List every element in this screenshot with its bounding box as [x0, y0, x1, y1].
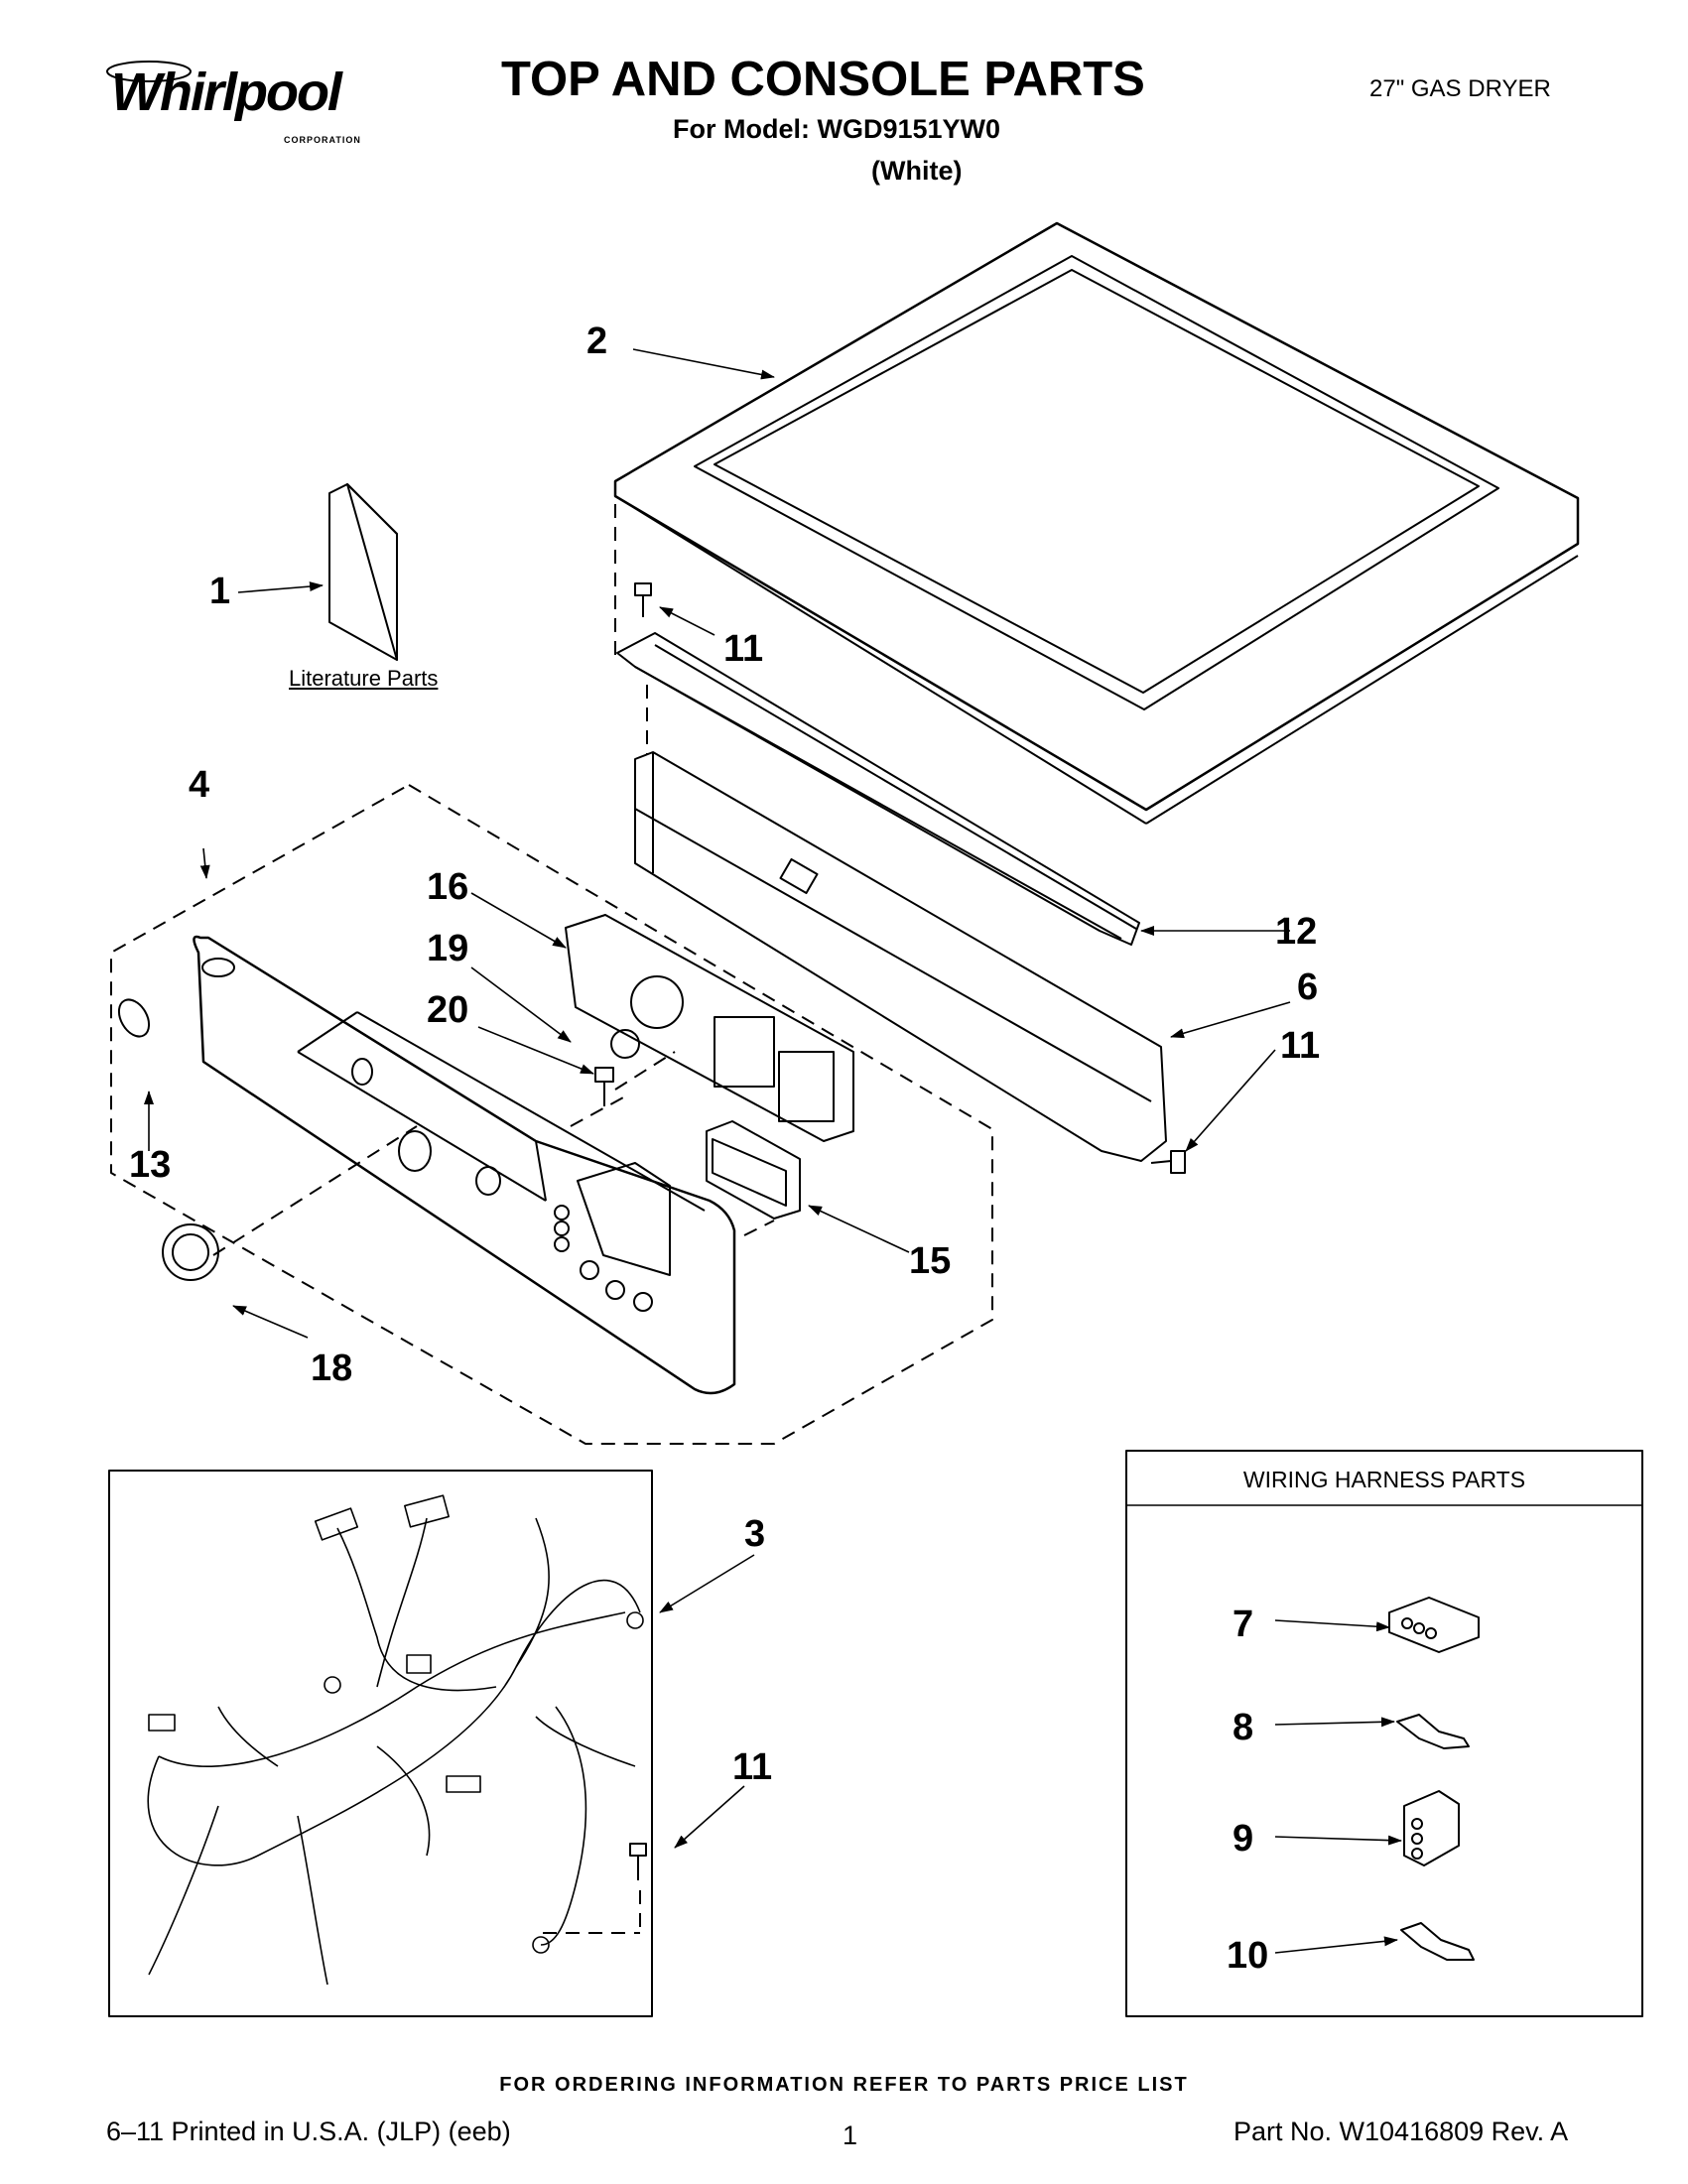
wiring-harness-parts-box: [1125, 1450, 1643, 2017]
screw-part-20: [594, 1067, 614, 1106]
callout-6: 6: [1297, 966, 1319, 1008]
console-back-part: [634, 751, 1167, 1162]
callout-10: 10: [1227, 1935, 1269, 1977]
terminal-part-10: [1400, 1922, 1475, 1961]
literature-booklet-part: [328, 483, 398, 661]
callout-4: 4: [189, 764, 210, 806]
wiring-harness-part: [147, 1494, 644, 1986]
callout-11-bottom: 11: [732, 1746, 773, 1788]
screw-part-11-top: [634, 582, 652, 617]
connector-part-7: [1388, 1597, 1480, 1653]
model-line: For Model: WGD9151YW0: [673, 114, 1001, 144]
page-number: 1: [843, 2120, 858, 2150]
callout-12: 12: [1275, 911, 1318, 953]
page-title: TOP AND CONSOLE PARTS: [501, 53, 1145, 106]
terminal-part-8: [1396, 1714, 1470, 1749]
screw-part-11-bottom: [629, 1843, 647, 1880]
wiring-harness-frame: [108, 1470, 653, 2017]
color-line: (White): [871, 156, 963, 186]
callout-9: 9: [1233, 1818, 1254, 1860]
connector-part-9: [1403, 1790, 1460, 1866]
logo-badge-part: [117, 998, 151, 1038]
callout-2: 2: [586, 321, 608, 362]
product-type: 27" GAS DRYER: [1369, 75, 1551, 102]
callout-7: 7: [1233, 1604, 1254, 1645]
callout-18: 18: [311, 1348, 353, 1389]
ordering-note: FOR ORDERING INFORMATION REFER TO PARTS …: [499, 2074, 1189, 2096]
console-bracket-part: [616, 632, 1140, 946]
print-info: 6–11 Printed in U.S.A. (JLP) (eeb): [106, 2117, 511, 2146]
wiring-harness-parts-title: WIRING HARNESS PARTS: [1242, 1467, 1526, 1492]
screw-part-11-side: [1150, 1150, 1186, 1174]
callout-11-side: 11: [1280, 1025, 1321, 1067]
part-number: Part No. W10416809 Rev. A: [1234, 2117, 1569, 2146]
knob-part: [162, 1223, 219, 1281]
whirlpool-logo-sub: CORPORATION: [284, 135, 361, 145]
callout-8: 8: [1233, 1707, 1254, 1748]
callout-15: 15: [909, 1240, 952, 1282]
top-panel-part: [613, 221, 1580, 825]
callout-20: 20: [427, 989, 469, 1031]
callout-11-top: 11: [723, 628, 764, 670]
callout-3: 3: [744, 1513, 766, 1555]
callout-19: 19: [427, 928, 469, 969]
spacer-part: [610, 1029, 640, 1059]
console-front-panel-part: [193, 935, 736, 1395]
literature-parts-label: Literature Parts: [289, 666, 439, 691]
logo-swoosh: [106, 61, 192, 82]
leader-lines: [144, 348, 1402, 1954]
user-interface-part: [706, 1120, 801, 1220]
control-board-part: [565, 914, 854, 1142]
callout-16: 16: [427, 866, 469, 908]
callout-1: 1: [209, 571, 231, 612]
callout-13: 13: [129, 1144, 172, 1186]
whirlpool-logo: Whirlpool: [111, 63, 342, 122]
